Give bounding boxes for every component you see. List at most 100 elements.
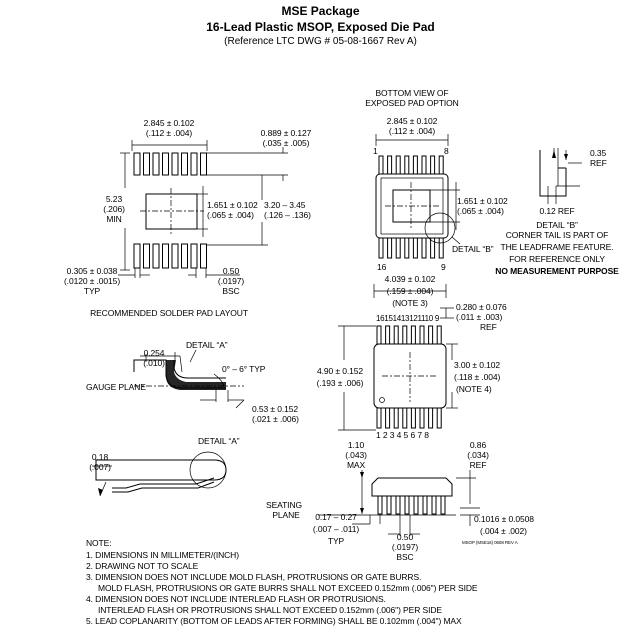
pad-width-typ-dim: 0.305 ± 0.038 [66,266,118,276]
lead [393,407,399,429]
lead [438,155,444,175]
solder-pad [162,152,169,176]
overall-height-dim-inch: (.206) [103,204,125,214]
lead [421,155,427,175]
lead [404,237,410,259]
standoff-dim: 0.1016 ± 0.0508 [474,514,534,524]
lead [412,155,418,175]
solder-pad [200,152,207,176]
note-1: 1. DIMENSIONS IN MILLIMETER/(INCH) [86,550,239,560]
detail-b-dim-035: 0.35 [590,148,607,158]
detail-b-note-line-3: FOR REFERENCE ONLY [509,254,605,264]
gauge-plane-label: GAUGE PLANE [86,382,146,392]
package-subtitle: 16-Lead Plastic MSOP, Exposed Die Pad [206,20,435,34]
seating-plane-label-1: SEATING [266,500,302,510]
bottom-width-dim-inch: (.112 ± .004) [388,126,436,136]
top-width-dim: 4.039 ± 0.102 [384,274,436,284]
solder-pad [133,152,141,176]
lead [395,495,401,515]
lead [428,407,434,429]
pin-1-label: 1 [373,146,378,156]
exposed-pad-dim: 1.651 ± 0.102 [207,200,258,210]
solder-pad [152,243,160,269]
bottom-pad-dim-inch: (.065 ± .004) [457,206,504,216]
exposed-pad-dim-inch: (.065 ± .004) [207,210,254,220]
lead [440,495,446,515]
lead [378,155,384,175]
pad-width-dim-inch: (.112 ± .004) [145,128,193,138]
height-max-dim-inch: (.043) [345,450,367,460]
note-3a: 3. DIMENSION DOES NOT INCLUDE MOLD FLASH… [86,572,422,582]
body-width-dim: 3.00 ± 0.102 [454,360,501,370]
lead [422,495,428,515]
lead [404,155,410,175]
lead [436,407,442,429]
lead [378,237,384,259]
lead [395,155,401,175]
bottom-pin-numbers: 1 2 3 4 5 6 7 8 [376,430,429,440]
side-dim-018-inch: (.007) [89,462,111,472]
body-height-dim-inch: (.034) [467,450,489,460]
lead-thickness-dim: 0.17 – 0.27 [315,512,357,522]
lead [419,407,425,429]
lead-span-dim-inch: (.126 – .136) [264,210,311,220]
top-view-drawing [338,284,458,431]
top-pin-numbers: 16151413121110 9 [376,314,439,323]
seating-plane-label-2: PLANE [272,510,300,520]
lead-pitch-bsc: BSC [396,552,414,562]
pad-width-dim: 2.845 ± 0.102 [143,118,195,128]
top-height-dim: 4.90 ± 0.152 [316,366,364,376]
body-height-ref: REF [469,460,487,470]
lead [385,325,391,345]
solder-pad [200,243,207,269]
side-dim-018: 0.18 [91,452,109,462]
note-2: 2. DRAWING NOT TO SCALE [86,561,199,571]
detail-b-note-line-4: NO MEASUREMENT PURPOSE [495,266,619,276]
body-height-dim: 0.86 [469,440,487,450]
lead [430,155,436,175]
top-lead-ref: REF [480,322,497,332]
detail-b-dim-035-ref: REF [590,158,607,168]
pad-pitch-bsc: BSC [222,286,240,296]
side-view-drawing [318,470,480,536]
bottom-view-drawing [375,134,461,259]
drawing-id: MSOP (MSE16) 0608 REV A [462,540,518,545]
top-lead-dim-inch: (.011 ± .003) [456,312,503,322]
lead-width-dim-inch: (.035 ± .005) [262,138,310,148]
body-width-dim-inch: (.118 ± .004) [454,372,501,382]
solder-pad [190,152,198,176]
pad-layout-caption: RECOMMENDED SOLDER PAD LAYOUT [90,308,248,318]
top-width-dim-inch: (.159 ± .004) [386,286,434,296]
solder-pad [171,243,179,269]
lead [410,407,416,429]
detail-b-note-line-2: THE LEADFRAME FEATURE. [500,242,614,252]
overall-height-dim: 5.23 [105,194,123,204]
height-max-dim: 1.10 [347,440,365,450]
lead [402,407,408,429]
lead [436,325,442,345]
lead [376,407,382,429]
bottom-view-subtitle: EXPOSED PAD OPTION [365,98,459,108]
note-4a: 4. DIMENSION DOES NOT INCLUDE INTERLEAD … [86,594,386,604]
lead-pitch-dim-inch: (.0197) [391,542,419,552]
lead [421,237,427,259]
detail-b-dim-012: 0.12 REF [539,206,575,216]
notes-heading: NOTE: [86,538,112,548]
height-max-label: MAX [346,460,366,470]
bottom-width-dim: 2.845 ± 0.102 [386,116,438,126]
lead [395,237,401,259]
overall-height-min: MIN [106,214,122,224]
gauge-dim-053: 0.53 ± 0.152 [252,404,299,414]
exposed-pad-land [145,193,198,230]
package-title: MSE Package [281,4,360,18]
pad-layout-drawing [118,140,288,278]
solder-pad [171,152,179,176]
gauge-dim-053-inch: (.021 ± .006) [252,414,299,424]
bottom-view-title: BOTTOM VIEW OF [375,88,449,98]
lead-width-dim: 0.889 ± 0.127 [260,128,312,138]
bottom-pad-dim: 1.651 ± 0.102 [457,196,508,206]
note-4b: INTERLEAD FLASH OR PROTRUSIONS SHALL NOT… [98,605,442,615]
solder-pad [162,243,169,269]
top-lead-dim: 0.280 ± 0.076 [456,302,507,312]
solder-pad [133,243,141,269]
